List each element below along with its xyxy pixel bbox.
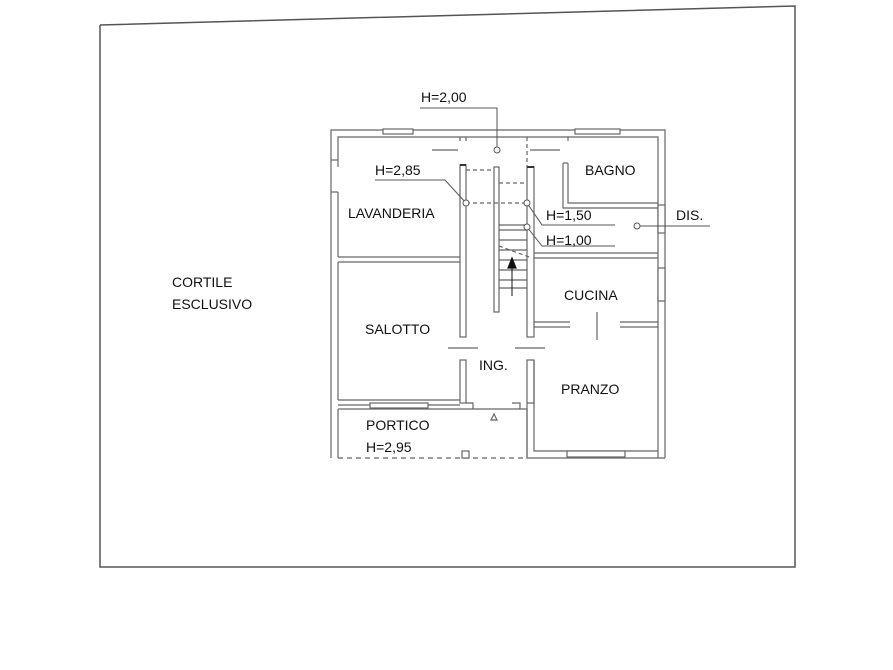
room-label-pranzo: PRANZO (561, 381, 620, 397)
height-label-150: H=1,50 (546, 207, 592, 223)
height-label-top: H=2,00 (421, 89, 467, 105)
room-label-dis: DIS. (676, 207, 704, 223)
room-label-bagno: BAGNO (585, 162, 636, 178)
lot-boundary (99, 5, 796, 568)
height-label-100: H=1,00 (546, 232, 592, 248)
height-label-portico: H=2,95 (366, 439, 412, 455)
outside-area-label-1: CORTILE (172, 274, 233, 290)
room-label-cucina: CUCINA (564, 287, 618, 303)
building-walls (330, 128, 666, 459)
height-label-lavanderia: H=2,85 (375, 162, 421, 178)
room-label-portico: PORTICO (366, 417, 430, 433)
room-label-ing: ING. (479, 357, 508, 373)
room-label-salotto: SALOTTO (365, 321, 431, 337)
outside-area-label-2: ESCLUSIVO (172, 296, 253, 312)
room-label-lavanderia: LAVANDERIA (348, 205, 435, 221)
height-leaders (375, 107, 710, 247)
